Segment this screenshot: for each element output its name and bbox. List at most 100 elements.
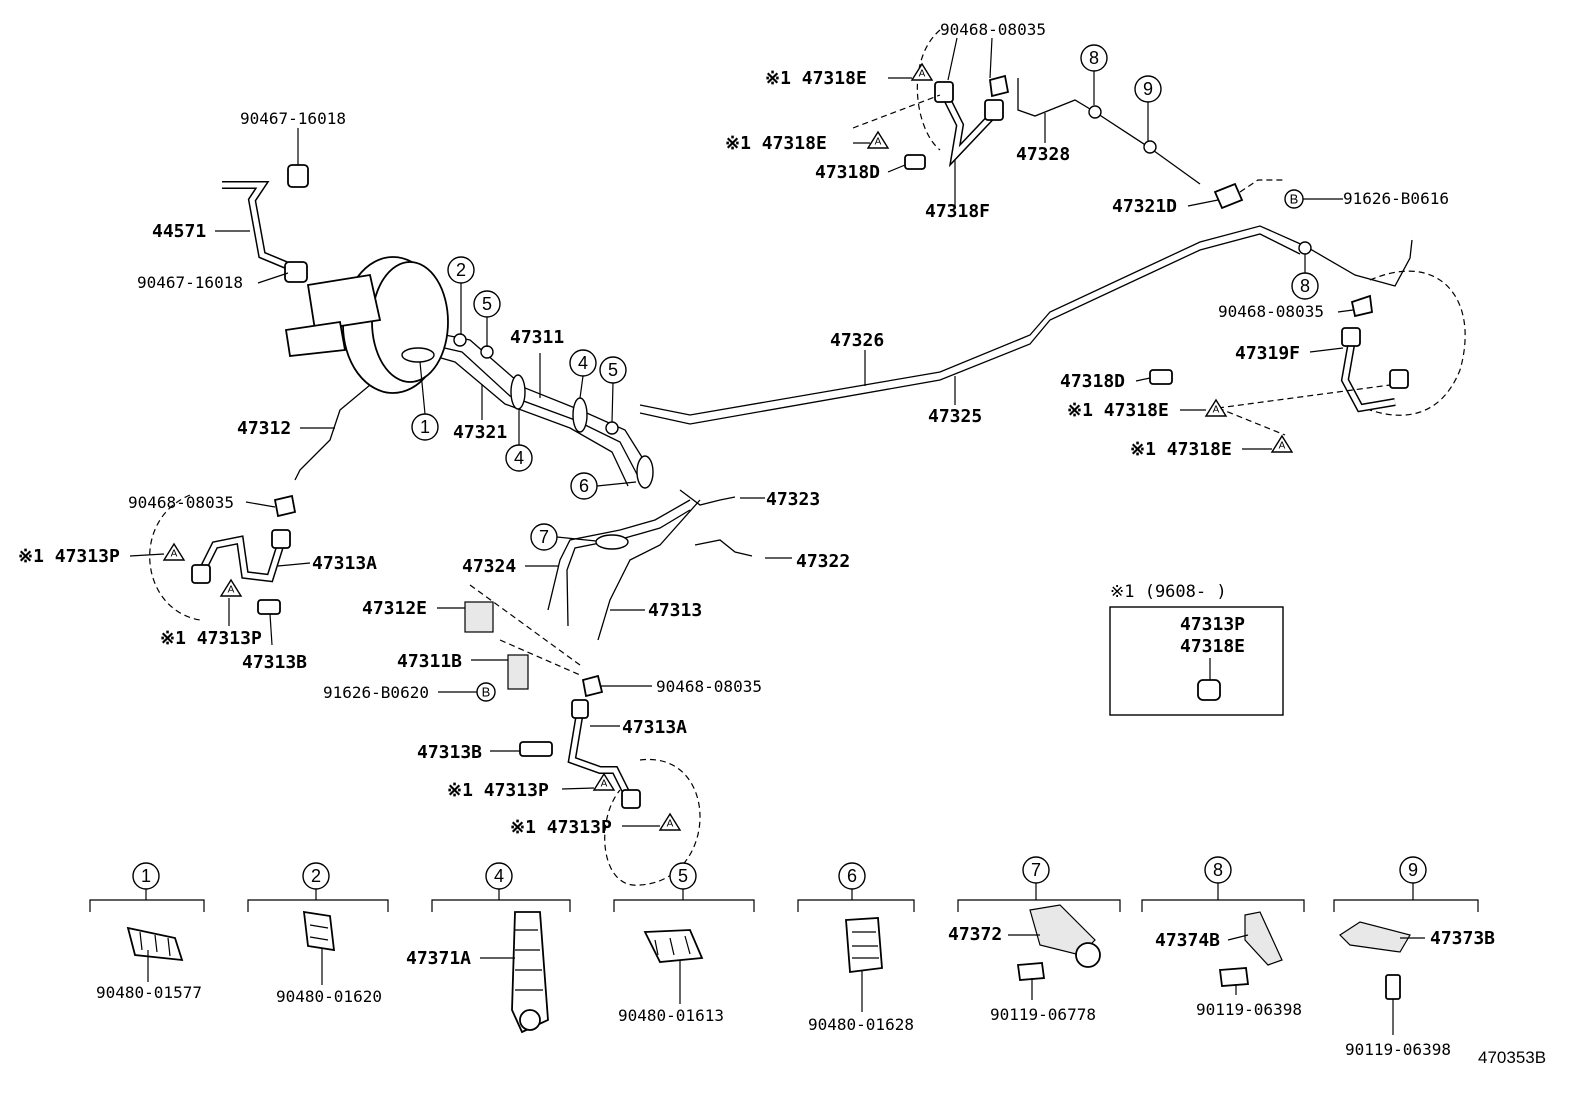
callout-6-a: 6 [579,476,589,496]
leader-lines [129,37,1354,827]
label-47318E-d: ※1 47318E [1130,439,1232,460]
callout-4-b: 4 [578,353,588,373]
vacuum-hose-44571 [222,181,300,274]
bolt-47313B-mid [519,741,553,757]
label-90480-01613: 90480-01613 [618,1006,724,1025]
svg-text:A: A [1213,405,1220,416]
catalog-number: 470353B [1478,1048,1546,1067]
label-47323: 47323 [766,489,820,510]
label-47318E-a: ※1 47318E [765,68,867,89]
detail-7: 7 47372 90119-06778 [948,856,1121,1024]
pipe-47313 [597,499,701,641]
label-47311B: 47311B [397,651,462,672]
label-47313P-a: ※1 47313P [18,546,120,567]
legend-header: ※1 (9608- ) [1110,582,1227,602]
svg-text:5: 5 [678,866,688,886]
label-90119-06398-b: 90119-06398 [1345,1040,1451,1059]
pipe-47311-b [419,351,629,487]
detail-9: 9 47373B 90119-06398 [1333,856,1495,1059]
pipe-47325 [639,233,1301,425]
label-44571: 44571 [152,221,206,242]
label-47325: 47325 [928,406,982,427]
clamp-details: 1 90480-01577 2 90480-01620 4 47371A [89,856,1495,1059]
callout-2-a: 2 [456,260,466,280]
label-47318E-b: ※1 47318E [725,133,827,154]
callout-B-a: B [1290,192,1299,207]
label-47318F: 47318F [925,201,990,222]
svg-text:9: 9 [1408,860,1418,880]
a-markers: A A A A A A A A [162,62,1294,831]
svg-text:A: A [601,779,608,790]
callout-4-a: 4 [514,448,524,468]
label-90468-08035-top: 90468-08035 [940,20,1046,39]
label-47318D-right: 47318D [1060,371,1125,392]
svg-text:6: 6 [847,866,857,886]
a-marker-7: A [592,772,616,791]
detail-6: 6 90480-01628 [797,862,915,1034]
center-wheel-arc [604,758,701,886]
svg-text:A: A [228,585,235,596]
svg-text:2: 2 [311,866,321,886]
label-90467-16018-top: 90467-16018 [240,109,346,128]
label-47321: 47321 [453,422,507,443]
booster-face [371,261,449,383]
part-labels: 90468-08035 ※1 47318E ※1 47318E 47318D 4… [18,20,1449,838]
legend-box: ※1 (9608- ) 47313P 47318E [1109,582,1284,716]
bracket-47311B [507,654,529,690]
svg-text:4: 4 [494,866,504,886]
label-47311: 47311 [510,327,564,348]
detail-1: 1 90480-01577 [89,862,205,1002]
bolt-47318D-right [1149,369,1173,385]
brake-booster [284,256,449,394]
legend-47313P: 47313P [1180,614,1245,635]
label-47318D-top: 47318D [815,162,880,183]
pipe-47326 [639,225,1413,416]
master-cylinder [306,273,382,332]
svg-text:1: 1 [141,866,151,886]
label-47372: 47372 [948,924,1002,945]
label-90480-01620: 90480-01620 [276,987,382,1006]
reservoir [284,320,347,357]
bolt-47318D-top [904,154,926,170]
callout-5-b: 5 [608,360,618,380]
label-47319F: 47319F [1235,343,1300,364]
detail-8: 8 47374B 90119-06398 [1141,856,1305,1019]
label-47313P-c: ※1 47313P [447,780,549,801]
label-47313B-mid: 47313B [417,742,482,763]
a-marker-3: A [1204,398,1228,417]
label-47312: 47312 [237,418,291,439]
svg-text:A: A [1279,441,1286,452]
label-90468-08035-left: 90468-08035 [128,493,234,512]
a-marker-8: A [658,812,682,831]
pipe-47323 [679,489,736,506]
hose-clip-top [287,164,309,188]
svg-text:7: 7 [1031,860,1041,880]
callout-8-b: 8 [1300,276,1310,296]
left-wheel-arc [149,494,201,621]
label-91626-B0620: 91626-B0620 [323,683,429,702]
label-47313P-b: ※1 47313P [160,628,262,649]
pipe-47324 [547,499,691,611]
svg-text:A: A [667,819,674,830]
label-47373B: 47373B [1430,928,1495,949]
right-hose-group [1149,270,1466,436]
legend-47318E: 47318E [1180,636,1245,657]
label-91626-B0616: 91626-B0616 [1343,189,1449,208]
a-marker-6: A [219,578,243,597]
callout-9-a: 9 [1143,79,1153,99]
detail-2: 2 90480-01620 [247,862,389,1006]
left-hose-group [149,494,297,621]
legend-clip [1197,679,1221,701]
hose-clip-mid [284,261,308,283]
center-hose-group [464,584,701,886]
pipe-47311 [419,329,651,471]
a-marker-5: A [162,542,186,561]
a-marker-2: A [866,130,890,149]
label-47321D: 47321D [1112,196,1177,217]
detail-4: 4 47371A [406,862,571,1034]
detail-5: 5 90480-01613 [613,862,755,1025]
svg-text:A: A [875,137,882,148]
label-90467-16018-mid: 90467-16018 [137,273,243,292]
label-90468-08035-right: 90468-08035 [1218,302,1324,321]
